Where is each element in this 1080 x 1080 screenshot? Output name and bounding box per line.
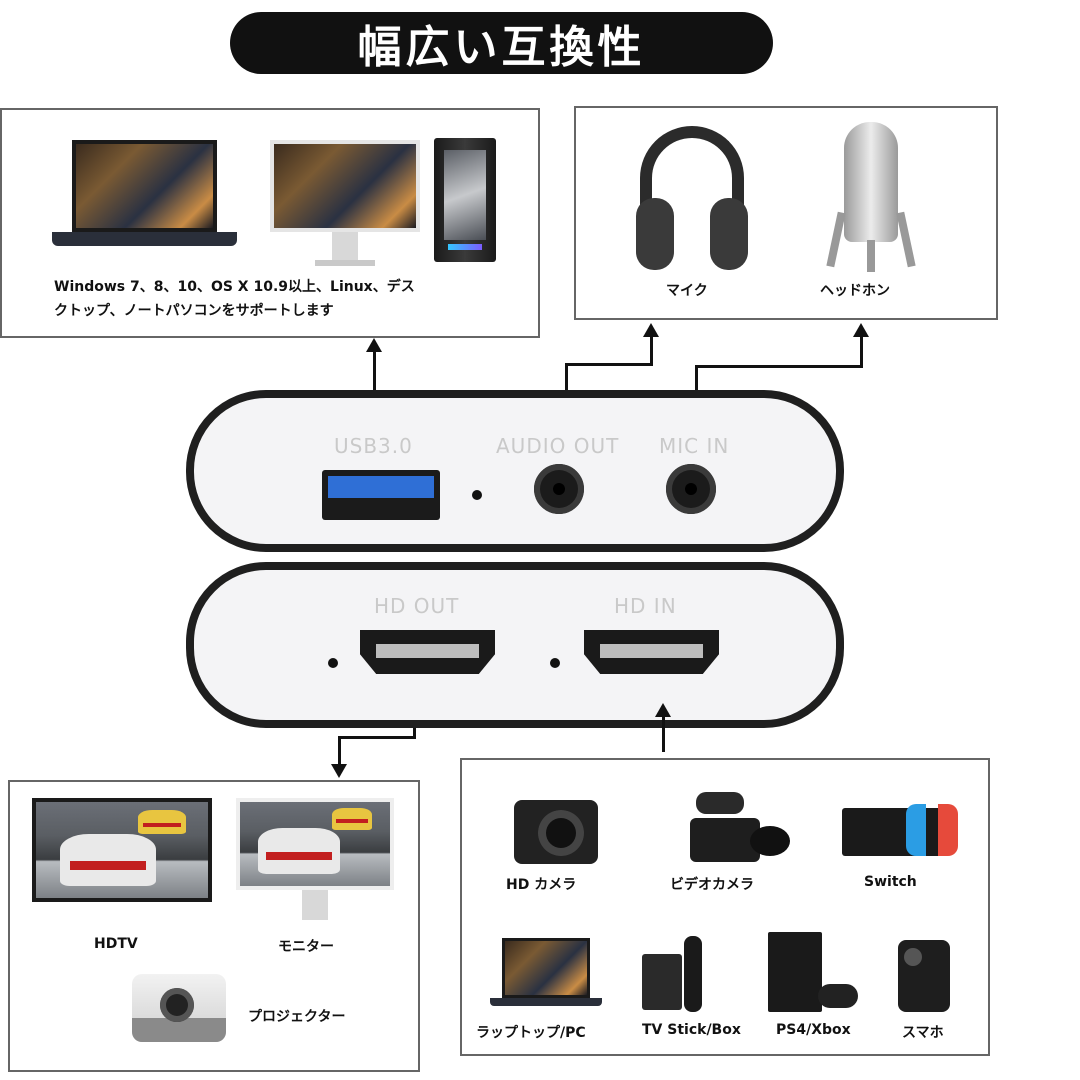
hd-out-label: HD OUT — [374, 594, 460, 618]
projector-label: プロジェクター — [248, 1009, 346, 1025]
ps4-label: PS4/Xbox — [776, 1022, 851, 1038]
usb-arrow-icon — [366, 338, 382, 352]
laptop-icon-small — [490, 938, 602, 1010]
tv-stick-label: TV Stick/Box — [642, 1022, 741, 1038]
hd-out-arrow-icon — [331, 764, 347, 778]
mic-arrow-icon — [853, 323, 869, 337]
tv-icon — [32, 798, 212, 908]
hdtv-label: HDTV — [94, 936, 138, 952]
switch-label: Switch — [864, 874, 917, 890]
hd-out-connector-line-h — [338, 736, 416, 739]
mic-connector-line-v — [860, 335, 863, 368]
laptop-label: ラップトップ/PC — [476, 1025, 586, 1041]
audio-compat-box: マイク ヘッドホン — [574, 106, 998, 320]
usb-connector-line — [373, 350, 376, 392]
audio-connector-line-h — [565, 363, 653, 366]
mic-connector-line-h — [695, 365, 863, 368]
computer-compat-box: Windows 7、8、10、OS X 10.9以上、Linux、デス クトップ… — [0, 108, 540, 338]
headphones-label: マイク — [666, 283, 708, 299]
projector-icon — [132, 974, 226, 1042]
hdmi-in-port — [584, 630, 719, 674]
smartphone-icon — [898, 940, 950, 1012]
monitor-icon — [270, 140, 420, 280]
ps4-icon — [768, 932, 858, 1016]
monitor-icon — [236, 798, 394, 938]
mic-connector-line — [695, 365, 698, 393]
audio-connector-line — [565, 363, 568, 393]
audio-arrow-icon — [643, 323, 659, 337]
hd-camera-label: HD カメラ — [506, 877, 577, 893]
laptop-icon — [52, 140, 237, 255]
mic-in-label: MIC IN — [659, 434, 730, 458]
desktop-tower-icon — [434, 138, 496, 262]
hd-in-label: HD IN — [614, 594, 677, 618]
headphones-icon — [636, 126, 748, 271]
video-camera-icon — [690, 788, 790, 868]
led-indicator-mid — [550, 658, 560, 668]
camera-icon — [514, 800, 598, 864]
hd-out-connector-line — [413, 728, 416, 738]
video-camera-label: ビデオカメラ — [670, 877, 754, 893]
tv-stick-icon — [642, 936, 708, 1012]
audio-out-jack — [534, 464, 584, 514]
microphone-icon — [826, 122, 916, 272]
device-bottom-panel: HD OUT HD IN — [186, 562, 844, 728]
monitor-label: モニター — [278, 939, 334, 955]
smartphone-label: スマホ — [902, 1025, 944, 1041]
source-compat-box: HD カメラ ビデオカメラ Switch ラップトップ/PC TV Stick/… — [460, 758, 990, 1056]
mic-in-jack — [666, 464, 716, 514]
display-compat-box: HDTV モニター プロジェクター — [8, 780, 420, 1072]
page-title: 幅広い互換性 — [230, 12, 773, 74]
microphone-label: ヘッドホン — [820, 283, 890, 299]
hdmi-out-port — [360, 630, 495, 674]
switch-console-icon — [842, 804, 966, 858]
usb-port-label: USB3.0 — [334, 434, 413, 458]
os-support-caption-2: クトップ、ノートパソコンをサポートします — [54, 303, 334, 319]
led-indicator-left — [328, 658, 338, 668]
os-support-caption-1: Windows 7、8、10、OS X 10.9以上、Linux、デス — [54, 279, 415, 295]
device-top-panel: USB3.0 AUDIO OUT MIC IN — [186, 390, 844, 552]
audio-out-label: AUDIO OUT — [496, 434, 620, 458]
hd-out-connector-line-v — [338, 736, 341, 766]
usb-port — [322, 470, 440, 520]
led-indicator — [472, 490, 482, 500]
audio-connector-line-v — [650, 335, 653, 366]
hd-in-connector-line — [662, 712, 665, 752]
hd-in-arrow-icon — [655, 703, 671, 717]
